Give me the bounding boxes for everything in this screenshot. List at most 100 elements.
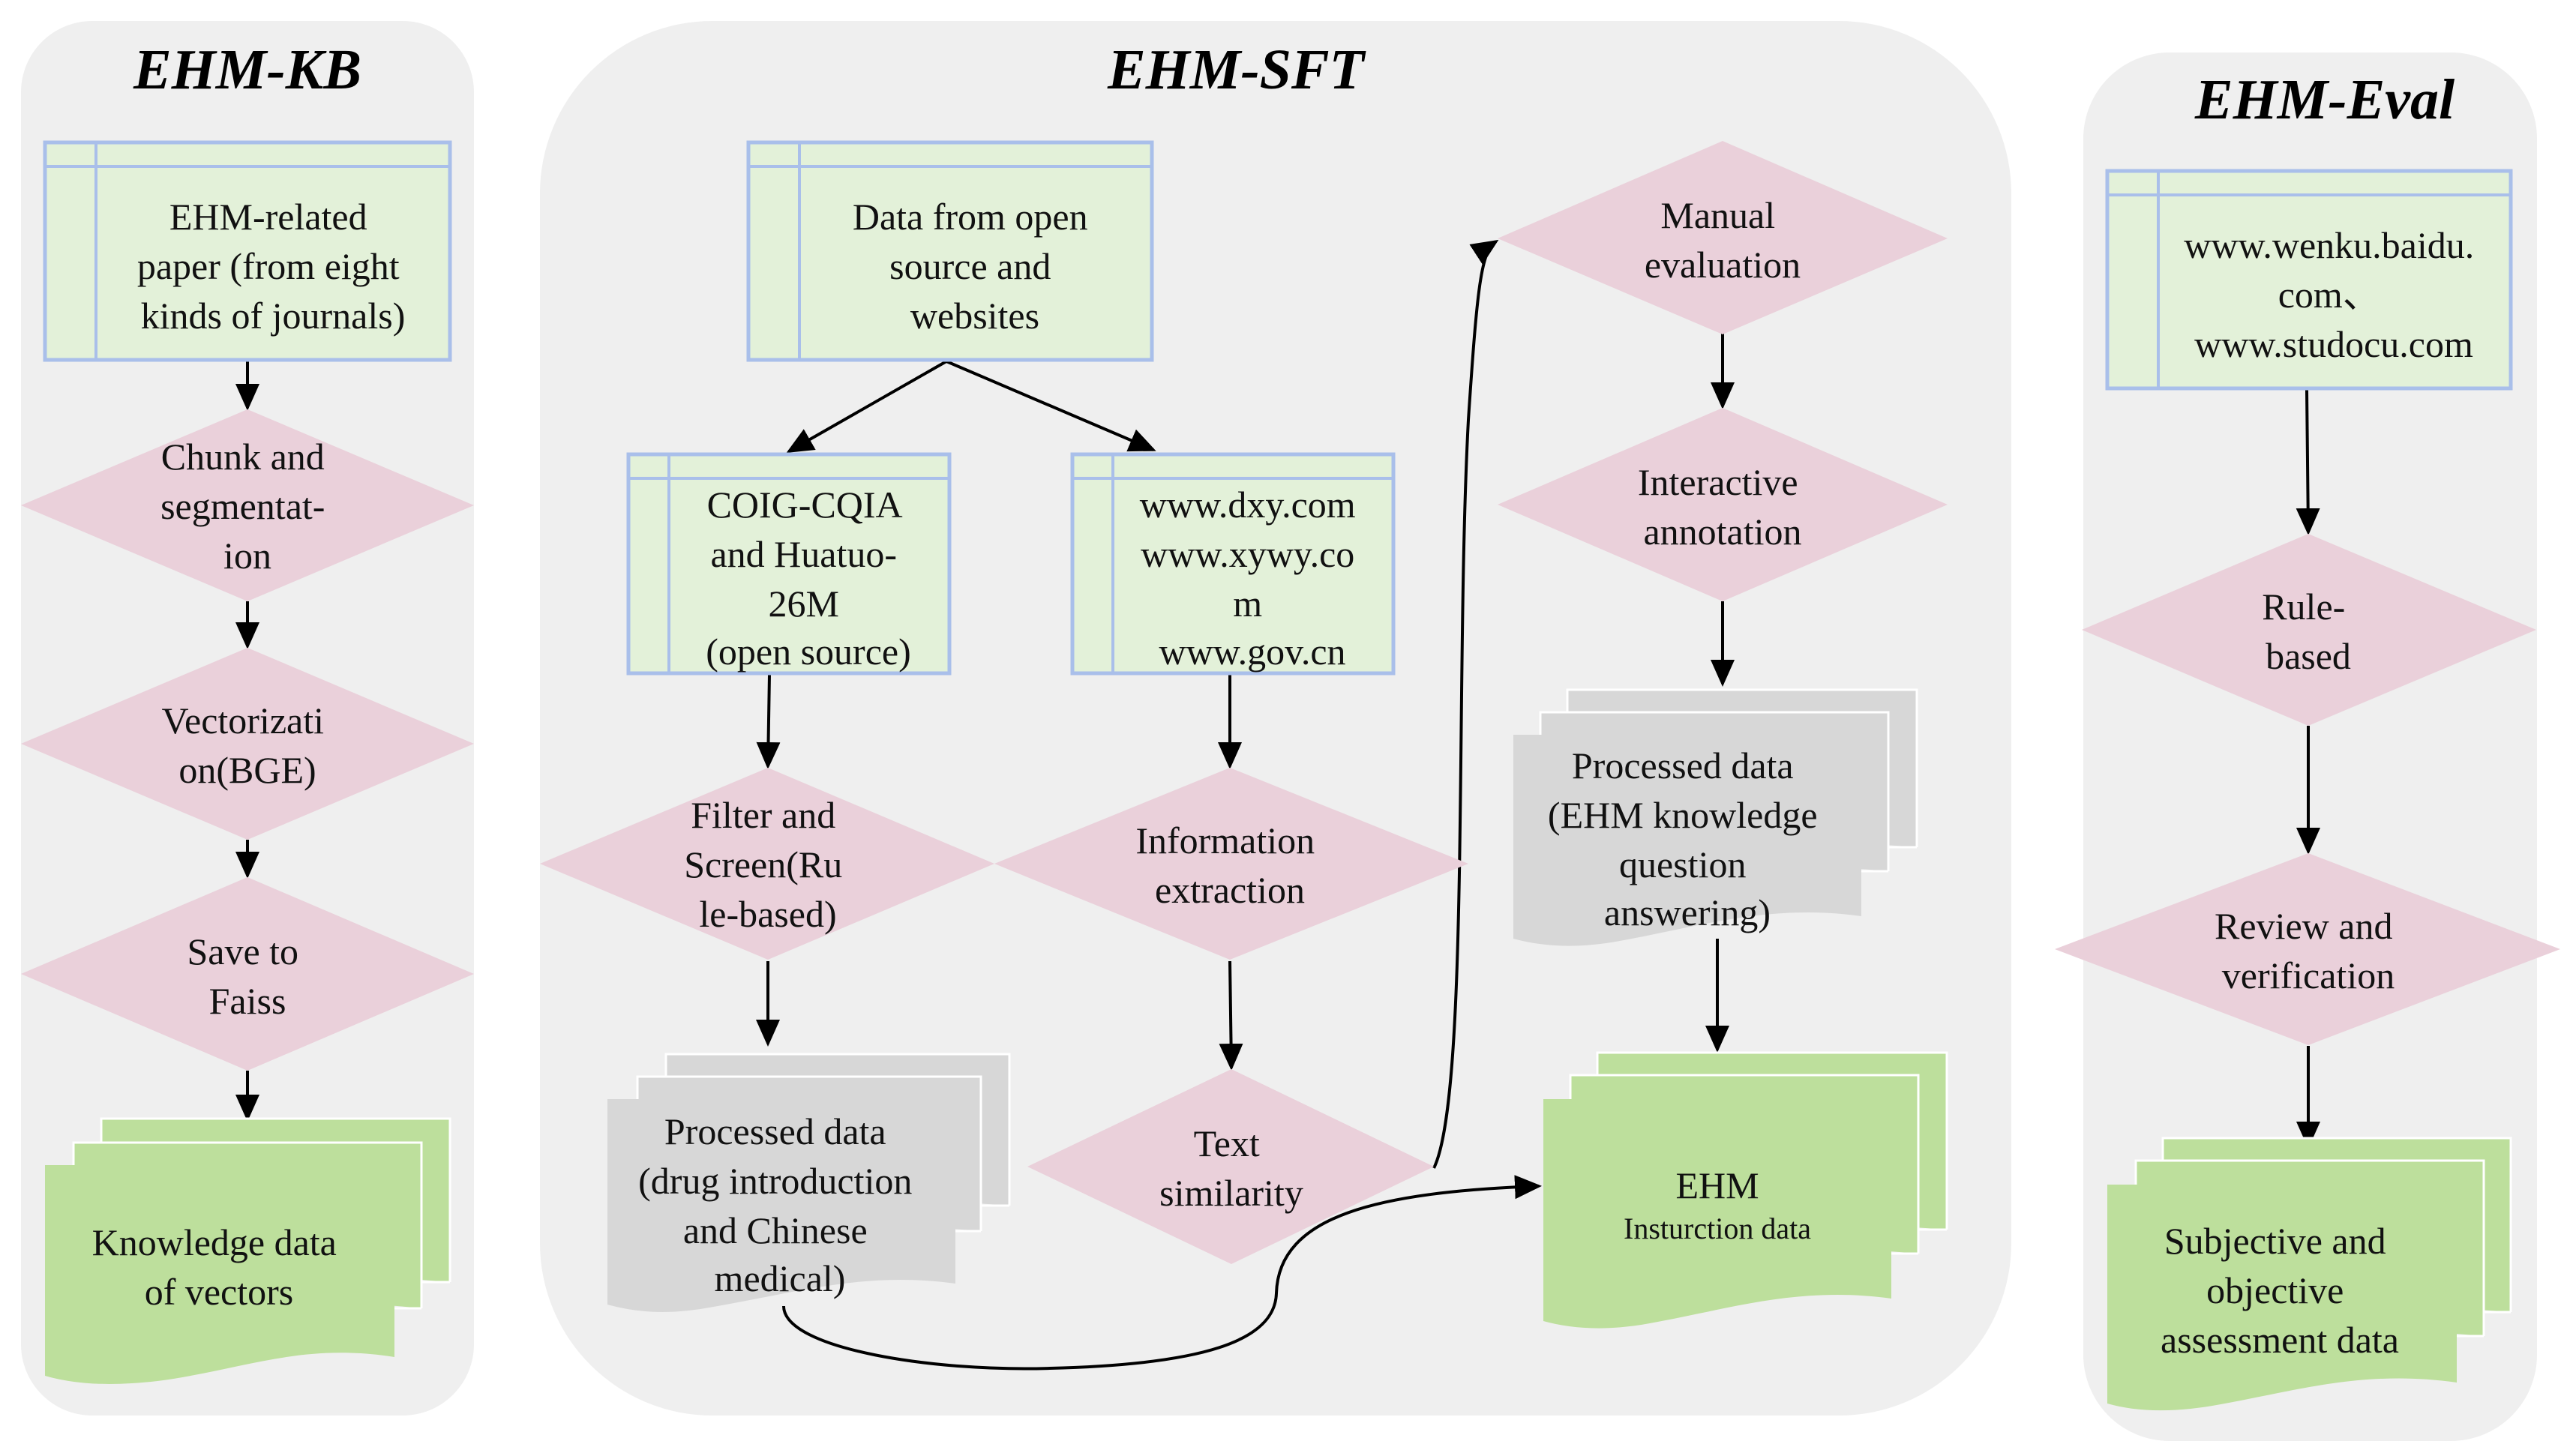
eval-title: EHM-Eval: [2194, 68, 2455, 131]
eval-source-line-1: www.wenku.baidu.: [2184, 224, 2474, 266]
sft-source-web-line-1: www.dxy.com: [1140, 484, 1356, 526]
svg-text:Subjective and objective: Subjective and objective assessment data: [2161, 1220, 2399, 1361]
sft-filter-line-2: Screen(Ru: [684, 843, 842, 885]
svg-text:Vectorizati on(BGE): Vectorizati on(BGE): [161, 700, 333, 791]
sft-source-web-box: www.dxy.com www.xywy.co m www.gov.cn: [1070, 452, 1396, 676]
svg-text:Review and verification: Review and verification: [2215, 905, 2402, 996]
arrow-sft-open-to-filter: [756, 674, 781, 769]
svg-text:Save to Faiss: Save to Faiss: [187, 930, 307, 1022]
svg-text:Text similarity: Text similarity: [1159, 1122, 1303, 1214]
svg-text:Knowledge data of vector: Knowledge data of vectors: [92, 1221, 346, 1313]
sft-manual-diamond: Manual evaluation: [1498, 141, 1948, 334]
arrow-sft-extract-to-similarity: [1219, 960, 1243, 1071]
sft-title: EHM-SFT: [1107, 38, 1366, 101]
svg-text:Processed data (EHM know: Processed data (EHM knowledge question a…: [1548, 744, 1827, 933]
kb-chunk-diamond: Chunk and segmentat- ion: [21, 409, 474, 601]
svg-text:Processed data (drug int: Processed data (drug introduction and Ch…: [638, 1110, 922, 1299]
sft-source-main-line-1: Data from open: [853, 196, 1088, 238]
kb-title: EHM-KB: [133, 38, 361, 101]
sft-processed-qa-line-2: (EHM knowledge: [1548, 794, 1818, 836]
eval-review-line-2: verification: [2222, 954, 2395, 996]
sft-extract-line-2: extraction: [1155, 869, 1305, 911]
sft-interactive-diamond: Interactive annotation: [1498, 408, 1948, 601]
sft-processed-drug-line-2: (drug introduction: [638, 1160, 912, 1202]
arrow-sft-main-to-web: [946, 360, 1156, 452]
sft-similarity-diamond: Text similarity: [1027, 1069, 1434, 1264]
svg-text:www.dxy.com www.xywy.co: www.dxy.com www.xywy.co m www.gov.cn: [1140, 484, 1365, 673]
sft-similarity-line-2: similarity: [1159, 1172, 1303, 1214]
arrow-eval-source-to-rule: [2296, 389, 2320, 535]
svg-text:www.wenku.baidu. com、: www.wenku.baidu. com、 www.studocu.com: [2184, 224, 2483, 365]
sft-similarity-line-1: Text: [1194, 1122, 1260, 1164]
sft-output-subtitle: Insturction data: [1624, 1212, 1811, 1245]
svg-text:Data from open source an: Data from open source and websites: [853, 196, 1097, 337]
sft-processed-qa-docstack: Processed data (EHM knowledge question a…: [1513, 688, 1918, 946]
sft-manual-line-2: evaluation: [1645, 244, 1801, 286]
kb-vector-line-1: Vectorizati: [161, 700, 324, 741]
sft-filter-diamond: Filter and Screen(Ru le-based): [540, 768, 994, 960]
eval-output-line-3: assessment data: [2161, 1319, 2399, 1361]
sft-output-docstack: EHM Insturction data: [1543, 1051, 1948, 1329]
eval-rule-line-1: Rule-: [2262, 586, 2345, 628]
svg-text:COIG-CQIA and Huatuo-: COIG-CQIA and Huatuo- 26M (open source): [706, 484, 911, 673]
sft-source-main-line-3: websites: [910, 295, 1039, 337]
kb-source-line-3: kinds of journals): [141, 295, 406, 337]
eval-rule-line-2: based: [2266, 635, 2351, 677]
sft-filter-line-1: Filter and: [691, 794, 835, 836]
sft-source-open-line-1: COIG-CQIA: [707, 484, 903, 526]
arrow-sft-drug-to-output: [782, 1175, 1542, 1371]
eval-output-line-2: objective: [2206, 1269, 2344, 1311]
eval-source-line-2: com、: [2278, 274, 2380, 316]
sft-interactive-line-2: annotation: [1643, 511, 1801, 553]
kb-source-line-2: paper (from eight: [137, 245, 400, 287]
svg-text:Chunk and segmentat-: Chunk and segmentat- ion: [160, 436, 334, 577]
kb-save-line-1: Save to: [187, 930, 298, 972]
sft-source-open-line-2: and Huatuo-: [710, 533, 897, 575]
eval-output-line-1: Subjective and: [2164, 1220, 2386, 1262]
sft-source-main-box: Data from open source and websites: [746, 140, 1154, 362]
sft-filter-line-3: le-based): [699, 893, 836, 935]
sft-manual-line-1: Manual: [1660, 194, 1775, 236]
sft-output-title: EHM: [1675, 1164, 1759, 1206]
kb-output-docstack: Knowledge data of vectors: [45, 1117, 451, 1384]
kb-chunk-line-2: segmentat-: [160, 485, 325, 527]
kb-vector-diamond: Vectorizati on(BGE): [21, 648, 474, 840]
sft-processed-qa-line-4: answering): [1604, 891, 1771, 933]
eval-output-docstack: Subjective and objective assessment data: [2107, 1137, 2512, 1411]
connectors: [235, 239, 2320, 1371]
svg-text:Manual evaluation: Manual evaluation: [1645, 194, 1801, 286]
sft-extract-diamond: Information extraction: [994, 768, 1468, 960]
arrow-sft-similarity-to-manual: [1432, 239, 1499, 1169]
kb-chunk-line-1: Chunk and: [161, 436, 325, 478]
eval-panel: [2083, 52, 2537, 1441]
sft-processed-drug-line-4: medical): [715, 1257, 846, 1299]
kb-output-line-2: of vectors: [145, 1271, 294, 1313]
kb-output-line-1: Knowledge data: [92, 1221, 337, 1263]
svg-text:EHM-related paper (from: EHM-related paper (from eight kinds of j…: [137, 196, 409, 337]
sft-source-web-line-3: m: [1233, 583, 1262, 625]
eval-source-line-3: www.studocu.com: [2194, 323, 2473, 365]
sft-source-open-line-4: (open source): [706, 631, 911, 673]
svg-text:Information extraction: Information extraction: [1135, 819, 1324, 911]
sft-processed-qa-line-3: question: [1619, 843, 1746, 885]
svg-text:Rule- based: Rule- based: [2262, 586, 2355, 677]
sft-source-main-line-2: source and: [889, 245, 1051, 287]
sft-source-open-box: COIG-CQIA and Huatuo- 26M (open source): [626, 452, 952, 676]
eval-review-diamond: Review and verification: [2055, 853, 2560, 1045]
kb-source-box: EHM-related paper (from eight kinds of j…: [43, 140, 452, 362]
kb-vector-line-2: on(BGE): [178, 749, 316, 791]
svg-text:Filter and Screen(Ru: Filter and Screen(Ru le-based): [684, 794, 852, 935]
svg-text:Interactive annotation: Interactive annotation: [1638, 461, 1807, 553]
sft-source-web-line-4: www.gov.cn: [1159, 631, 1345, 673]
sft-processed-qa-line-1: Processed data: [1572, 744, 1794, 786]
eval-source-box: www.wenku.baidu. com、 www.studocu.com: [2105, 169, 2513, 391]
sft-processed-drug-docstack: Processed data (drug introduction and Ch…: [607, 1053, 1011, 1312]
sft-source-open-line-3: 26M: [769, 583, 839, 625]
eval-review-line-1: Review and: [2215, 905, 2392, 947]
arrow-sft-main-to-open: [786, 360, 947, 453]
kb-source-line-1: EHM-related: [169, 196, 367, 238]
sft-source-web-line-2: www.xywy.co: [1141, 533, 1354, 575]
kb-save-diamond: Save to Faiss: [21, 877, 474, 1071]
sft-interactive-line-1: Interactive: [1638, 461, 1798, 503]
